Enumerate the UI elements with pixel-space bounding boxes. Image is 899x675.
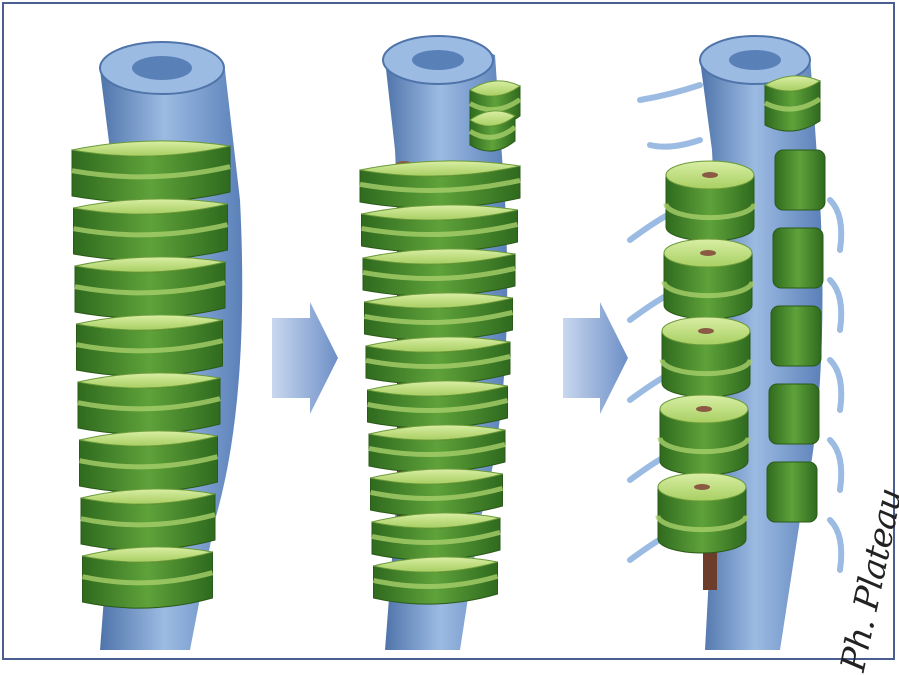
stage-3-spinal-nerve [830, 280, 841, 330]
stage-2-somite-block [363, 249, 515, 296]
stage-1-somite-block [72, 141, 230, 202]
stage-3-arch-block [765, 76, 820, 131]
stage-3-vertebral-body [664, 239, 752, 319]
stage-1-somite-block [81, 489, 215, 550]
stage-2-somite-block [360, 161, 520, 208]
stage-1-somite-block [80, 431, 218, 492]
stage-1-somite-block [83, 547, 213, 608]
stage-2-somite-block [369, 425, 505, 472]
stage-3-neural-arch [775, 150, 825, 210]
stage-3-neural-arch [773, 228, 823, 288]
stage-2-arch-block [470, 111, 515, 151]
stage-3-vertebral-body [662, 317, 750, 397]
stage-3-spinal-nerve [830, 200, 841, 250]
stage-2-somite-block [368, 381, 508, 428]
stage-3-vertebral-body [660, 395, 748, 475]
signature-text: Ph. Plateau [833, 485, 899, 675]
right-arrow-icon [272, 302, 338, 414]
stage-3-vertebral-body [666, 161, 754, 241]
stage-2-somite-block [362, 205, 518, 252]
stage-2-somite-block [374, 557, 498, 604]
artist-signature: Ph. Plateau [842, 500, 899, 660]
stage-3-spinal-nerve [650, 140, 700, 147]
stage-1-somite-block [74, 199, 228, 260]
stage-1-somite-block [75, 257, 225, 318]
stage-2-somite-block [365, 293, 513, 340]
stage-2-somite-block [366, 337, 510, 384]
stage-1-somite-block [78, 373, 220, 434]
stage-3-neural-arch [769, 384, 819, 444]
stage-2-somite-block [371, 469, 503, 516]
stage-3-neural-arch [767, 462, 817, 522]
right-arrow-icon [563, 302, 628, 414]
stage-3-neural-arch [771, 306, 821, 366]
stage-3-spinal-nerve [830, 440, 841, 490]
stage-3-spinal-nerve [830, 360, 841, 410]
stage-3-spinal-nerve [830, 520, 841, 570]
stage-2-somite-block [372, 513, 500, 560]
stage-1-somite-block [77, 315, 223, 376]
stage-3-spinal-nerve [640, 85, 700, 100]
stage-3-vertebral-body [658, 473, 746, 553]
